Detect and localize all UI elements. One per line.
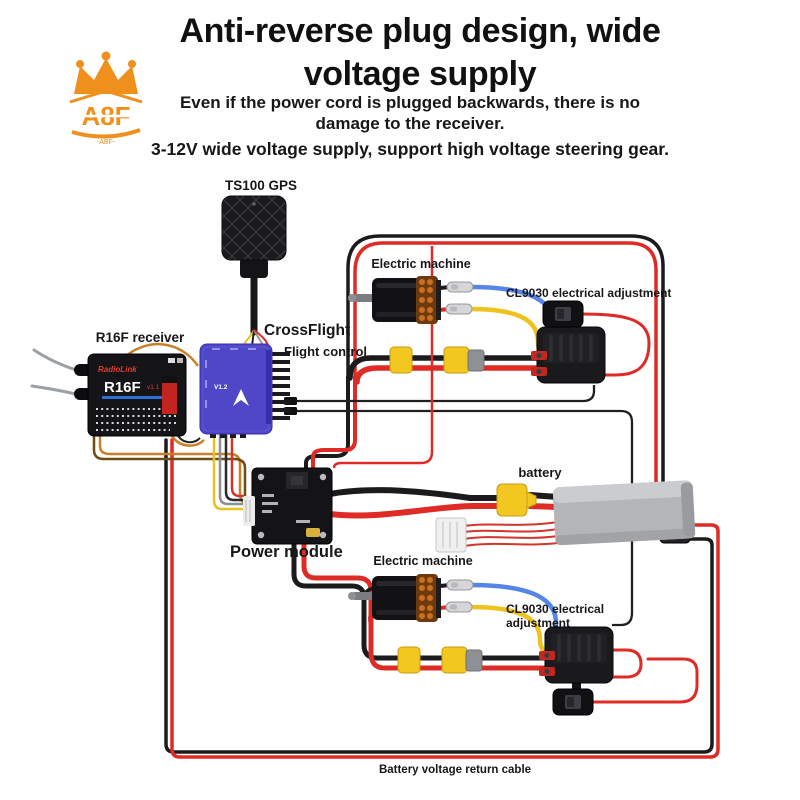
wire-rx-orange-top [125,343,200,367]
wire-run-bot-black [291,541,565,661]
receiver-version-text: v1.1 [147,384,160,391]
module-capacitor [306,528,320,537]
receiver-blue-bar [102,396,168,399]
wire-balance-red [463,521,559,547]
fc-subtitle-label: Flight control [284,344,368,359]
receiver-connector-cap [162,376,177,383]
wire-run-bot-red [301,541,553,671]
wire-yellow-bot [467,604,550,654]
motor-top-label: Electric machine [371,257,471,271]
wire-module-in-red [311,376,357,470]
esc-bottom-switch-stub [572,681,581,691]
wire-rx-brown-u [92,436,255,510]
xt60-connectors-top [389,346,485,374]
fc-bottom-pins [210,432,246,438]
logo-caption: -ABF- [97,139,116,146]
receiver-button [177,358,183,363]
page-subtitle: Even if the power cord is plugged backwa… [179,93,641,134]
bullet-connector-2 [445,303,473,315]
wire-rx-fc-bundle1 [170,435,205,447]
brand-logo: A8F -ABF- [69,51,143,146]
fc-version-text: V1.2 [214,384,228,391]
wire-run-top-black [347,355,563,381]
page-title: Anti-reverse plug design, wide voltage s… [110,10,730,95]
power-module [243,467,333,545]
crossflight-logo-icon [233,389,249,406]
esc-top [529,325,607,385]
battery-pack [552,480,696,546]
wire-ribbon-gray [218,433,244,506]
wire-batt-red [327,503,503,519]
esc-bottom [537,625,615,685]
fc-silkscreen [205,348,256,408]
receiver-model-text: R16F [104,379,141,396]
wire-return-black [164,438,714,754]
esc-bottom-label-line1: CL9030 electrical [506,602,605,616]
receiver-label: R16F receiver [95,330,185,345]
module-silkscreen [262,494,310,523]
receiver-led [168,358,175,363]
gps-label: TS100 GPS [224,178,298,193]
xt60-battery [496,483,537,517]
wire-yellow-top [467,306,548,356]
flight-controller: V1.2 [199,343,290,438]
xt60-connectors-bottom [397,646,483,674]
gps-module [221,195,287,278]
wire-return-red [170,438,720,759]
page-tagline: 3-12V wide voltage supply, support high … [151,139,669,159]
antenna-wire-2 [30,384,78,396]
antenna-wire-1 [32,348,78,372]
fc-title-label: CrossFlight [264,322,351,339]
bullet-connector-4 [445,601,473,613]
receiver-brand-text: RadioLink [98,365,137,374]
esc-bottom-label-line2: adjustment [506,616,571,631]
bullet-connector-1 [446,281,474,293]
motor-top [348,276,441,324]
wire-rx-orange-u [98,436,251,506]
battery-label: battery [518,465,562,480]
bullet-connector-3 [446,579,474,591]
wire-esc-bot-loop1 [608,648,643,679]
logo-swoosh [71,128,141,139]
esc-bottom-label: CL9030 electrical adjustment [506,602,604,631]
page-title-line1: Anti-reverse plug design, wide [179,12,661,50]
page-title-line2: voltage supply [303,54,537,93]
wire-batt-stub-red [527,503,561,510]
power-module-label: Power module [230,543,343,561]
fc-right-pins [270,352,290,420]
wire-ribbon-red [230,433,244,498]
wire-rx-fc-bundle2 [177,435,201,444]
wire-esc-bot-loop2 [590,657,699,704]
wire-switch-loop-top [578,312,651,377]
wire-servo-top [296,385,596,403]
wire-run-top-red [354,365,551,385]
wire-batt-black [327,487,503,501]
wire-mid-red [332,246,434,469]
wire-ribbon-black [224,433,244,502]
jst-balance-connector [435,517,467,553]
receiver: RadioLink R16F v1.1 [30,348,187,437]
return-cable-label: Battery voltage return cable [378,764,532,776]
wire-ribbon-yellow [212,433,244,511]
esc-bottom-switch [552,688,594,716]
esc-top-label: CL9030 electrical adjustment [506,286,672,300]
receiver-red-connector [162,382,177,414]
motor-bottom-label: Electric machine [373,554,473,568]
esc-top-switch [542,300,584,328]
crown-icon [74,51,138,94]
logo-roof [69,89,143,104]
